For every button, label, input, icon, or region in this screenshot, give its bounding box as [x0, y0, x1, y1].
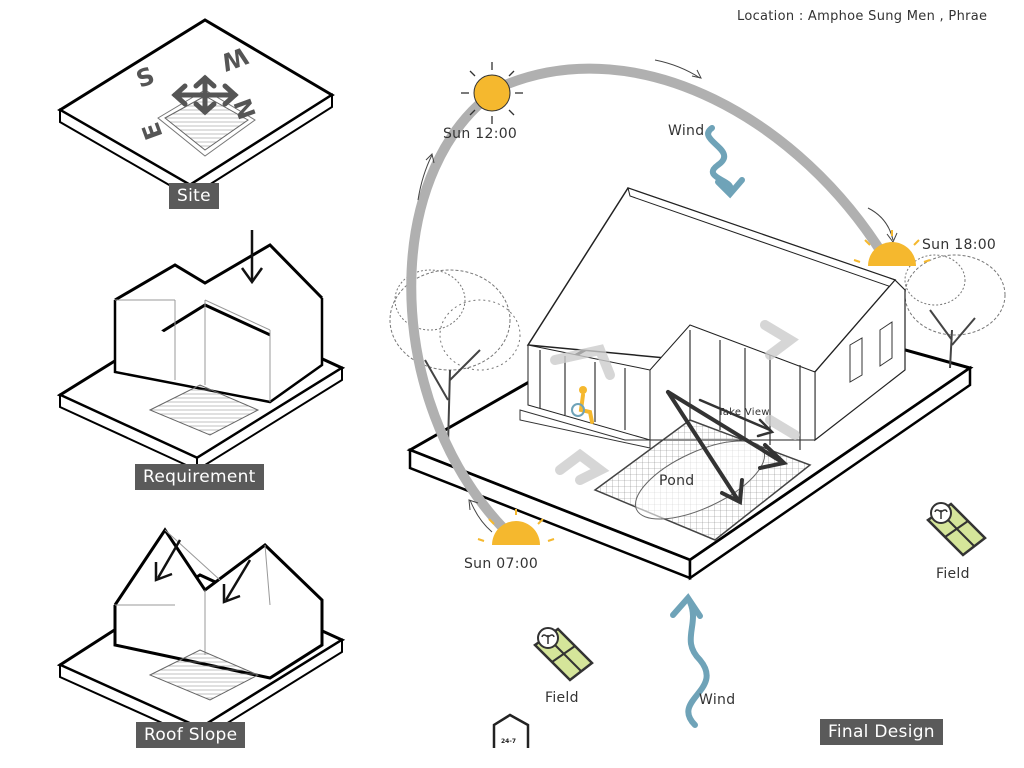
requirement-diagram [56, 230, 346, 472]
pond [593, 419, 812, 541]
pond-label: Pond [659, 473, 695, 489]
studio-logo-text: 24-7 [501, 738, 517, 745]
field-label-bottom: Field [545, 690, 579, 706]
roof-slope-diagram [56, 527, 346, 742]
wind-bottom-icon [670, 593, 710, 728]
wind-top-label: Wind [668, 123, 705, 139]
wind-bottom-label: Wind [699, 692, 736, 708]
arrow-slope-icon [154, 539, 252, 604]
field-label-right: Field [936, 566, 970, 582]
step-label-requirement: Requirement [135, 464, 264, 490]
studio-logo-icon [492, 713, 530, 748]
compass-icon [171, 74, 239, 116]
arrow-down-icon [240, 230, 264, 285]
step-label-site: Site [169, 183, 219, 209]
location-label: Location : Amphoe Sung Men , Phrae [737, 9, 988, 24]
step-label-roof-slope: Roof Slope [136, 722, 246, 748]
sun-evening-label: Sun 18:00 [922, 237, 997, 253]
sun-noon-label: Sun 12:00 [443, 126, 518, 142]
take-view-label: Take View [718, 407, 770, 418]
tree-left-icon [389, 269, 521, 446]
person-wheelchair-icon [571, 386, 594, 424]
sun-direction-arrows [417, 59, 898, 533]
final-design-label: Final Design [820, 719, 943, 745]
sun-morning-icon [477, 509, 555, 545]
sun-evening-icon [853, 230, 931, 266]
view-arrows-icon [666, 390, 789, 506]
sun-morning-label: Sun 07:00 [464, 556, 539, 572]
ground-compass-shadow [550, 320, 800, 485]
house-drawing [519, 187, 906, 450]
tree-right-icon [904, 254, 1006, 369]
field-icon [926, 502, 987, 557]
sun-noon-icon [461, 62, 523, 124]
wind-top-icon [705, 125, 745, 199]
site-diagram: S E N W [57, 18, 335, 199]
field-icon [533, 627, 594, 682]
